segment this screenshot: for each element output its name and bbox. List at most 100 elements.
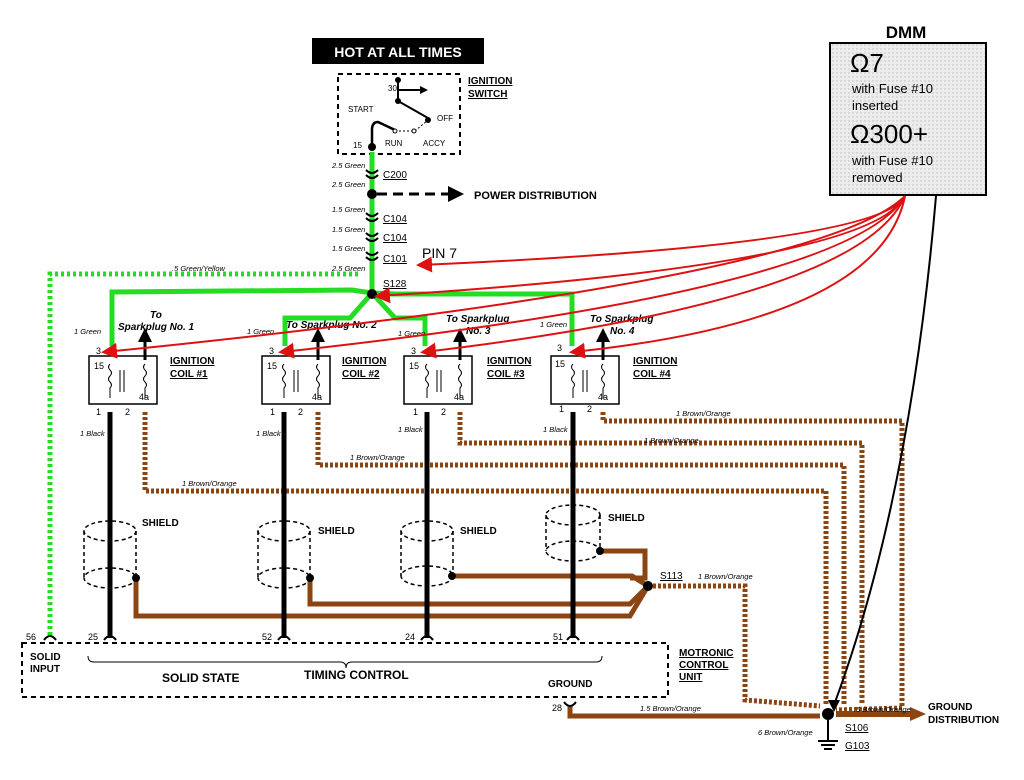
svg-text:2: 2 [125, 407, 130, 417]
svg-text:IGNITION: IGNITION [342, 356, 386, 367]
svg-text:COIL #3: COIL #3 [487, 369, 525, 380]
motronic-control-unit: 56 SOLID INPUT SOLID STATE TIMING CONTRO… [21, 632, 733, 713]
svg-text:1.5 Brown/Orange: 1.5 Brown/Orange [640, 704, 701, 713]
brown-orange-wiring [142, 412, 905, 713]
svg-text:1 Black: 1 Black [398, 425, 424, 434]
dmm-meter: DMM Ω7 with Fuse #10 inserted Ω300+ with… [829, 23, 987, 196]
s113-splice [643, 581, 653, 591]
terminal-30-label: 30 [388, 84, 397, 93]
svg-text:1 Brown/Orange: 1 Brown/Orange [676, 409, 731, 418]
svg-text:IGNITION: IGNITION [170, 356, 214, 367]
svg-text:1 Green: 1 Green [398, 329, 425, 338]
svg-text:15: 15 [267, 361, 277, 371]
svg-text:2: 2 [298, 407, 303, 417]
svg-text:with Fuse #10: with Fuse #10 [851, 81, 933, 96]
coil-boxes [88, 355, 620, 405]
svg-text:INPUT: INPUT [30, 664, 60, 675]
svg-text:1 Brown/Orange: 1 Brown/Orange [182, 479, 237, 488]
black-lead-arrowhead [828, 700, 840, 712]
svg-text:1 Black: 1 Black [543, 425, 569, 434]
svg-text:COIL #1: COIL #1 [170, 369, 208, 380]
svg-text:SOLID STATE: SOLID STATE [162, 671, 240, 685]
svg-text:CONTROL: CONTROL [679, 660, 728, 671]
svg-text:1 Black: 1 Black [80, 429, 106, 438]
shield-dots [132, 547, 604, 582]
svg-text:.5 Brown/Orange: .5 Brown/Orange [854, 705, 911, 714]
svg-text:3: 3 [557, 343, 562, 353]
svg-text:SHIELD: SHIELD [460, 526, 497, 537]
svg-text:G103: G103 [845, 741, 870, 752]
svg-text:3: 3 [269, 346, 274, 356]
svg-text:No. 4: No. 4 [610, 326, 635, 337]
svg-text:2.5 Green: 2.5 Green [331, 264, 365, 273]
svg-text:1.5 Green: 1.5 Green [332, 205, 365, 214]
svg-text:3: 3 [411, 346, 416, 356]
svg-text:25: 25 [88, 632, 98, 642]
terminal-15-label: 15 [353, 141, 362, 150]
svg-text:No. 3: No. 3 [466, 326, 491, 337]
svg-text:1: 1 [96, 407, 101, 417]
svg-text:1 Brown/Orange: 1 Brown/Orange [350, 453, 405, 462]
svg-text:SHIELD: SHIELD [318, 526, 355, 537]
pin7-label: PIN 7 [422, 245, 457, 261]
svg-text:COIL #2: COIL #2 [342, 369, 380, 380]
svg-text:C101: C101 [383, 254, 407, 265]
svg-text:C200: C200 [383, 170, 407, 181]
svg-text:15: 15 [555, 359, 565, 369]
svg-text:To Sparkplug: To Sparkplug [590, 314, 654, 325]
dmm-title: DMM [886, 23, 927, 42]
svg-text:1 Black: 1 Black [256, 429, 282, 438]
svg-text:To Sparkplug No. 2: To Sparkplug No. 2 [286, 320, 377, 331]
svg-text:52: 52 [262, 632, 272, 642]
svg-text:with Fuse #10: with Fuse #10 [851, 153, 933, 168]
svg-text:1 Green: 1 Green [540, 320, 567, 329]
svg-text:GROUND: GROUND [928, 702, 972, 713]
coil-3-labels: IGNITION COIL #3 1 Green To Sparkplug No… [398, 314, 531, 642]
dmm-reading-2: Ω300+ [850, 119, 928, 149]
svg-text:1: 1 [559, 404, 564, 414]
coil-4-labels: IGNITION COIL #4 1 Green To Sparkplug No… [540, 314, 677, 642]
svg-text:1 Green: 1 Green [247, 327, 274, 336]
svg-text:S128: S128 [383, 279, 407, 290]
dmm-reading-1: Ω7 [850, 48, 884, 78]
coil-1-labels: IGNITION COIL #1 1 Green To Sparkplug No… [74, 310, 214, 642]
ground-distribution-arrow [910, 707, 926, 721]
svg-text:SHIELD: SHIELD [608, 513, 645, 524]
coil-internals [108, 363, 605, 398]
start-label: START [348, 105, 374, 114]
svg-text:28: 28 [552, 703, 562, 713]
svg-text:1: 1 [413, 407, 418, 417]
svg-text:4a: 4a [139, 392, 149, 402]
ignition-switch-label-2: SWITCH [468, 89, 507, 100]
coil-2-labels: IGNITION COIL #2 1 Green To Sparkplug No… [247, 320, 386, 642]
svg-text:COIL #4: COIL #4 [633, 369, 671, 380]
svg-text:inserted: inserted [852, 98, 898, 113]
svg-text:S113: S113 [660, 571, 683, 582]
dmm-black-lead [833, 195, 937, 706]
svg-text:1 Brown/Orange: 1 Brown/Orange [644, 436, 699, 445]
svg-text:6 Brown/Orange: 6 Brown/Orange [758, 728, 813, 737]
svg-text:removed: removed [852, 170, 903, 185]
svg-text:SOLID: SOLID [30, 652, 61, 663]
svg-text:MOTRONIC: MOTRONIC [679, 648, 733, 659]
brown-orange-solid-wiring [133, 548, 910, 719]
svg-text:4a: 4a [312, 392, 322, 402]
svg-text:2.5 Green: 2.5 Green [331, 180, 365, 189]
svg-text:HOT AT ALL TIMES: HOT AT ALL TIMES [334, 44, 462, 60]
svg-text:TIMING CONTROL: TIMING CONTROL [304, 668, 409, 682]
svg-text:3: 3 [96, 346, 101, 356]
svg-text:S106: S106 [845, 723, 869, 734]
svg-text:C104: C104 [383, 214, 407, 225]
svg-text:1.5 Green: 1.5 Green [332, 225, 365, 234]
svg-text:4a: 4a [454, 392, 464, 402]
power-distribution-label: POWER DISTRIBUTION [474, 190, 597, 202]
svg-text:56: 56 [26, 632, 36, 642]
svg-text:GROUND: GROUND [548, 679, 592, 690]
hot-at-all-times-banner: HOT AT ALL TIMES [312, 38, 484, 64]
svg-text:C104: C104 [383, 233, 407, 244]
svg-text:24: 24 [405, 632, 415, 642]
svg-text:SHIELD: SHIELD [142, 518, 179, 529]
svg-text:1.5 Green: 1.5 Green [332, 244, 365, 253]
svg-text:2.5 Green: 2.5 Green [331, 161, 365, 170]
